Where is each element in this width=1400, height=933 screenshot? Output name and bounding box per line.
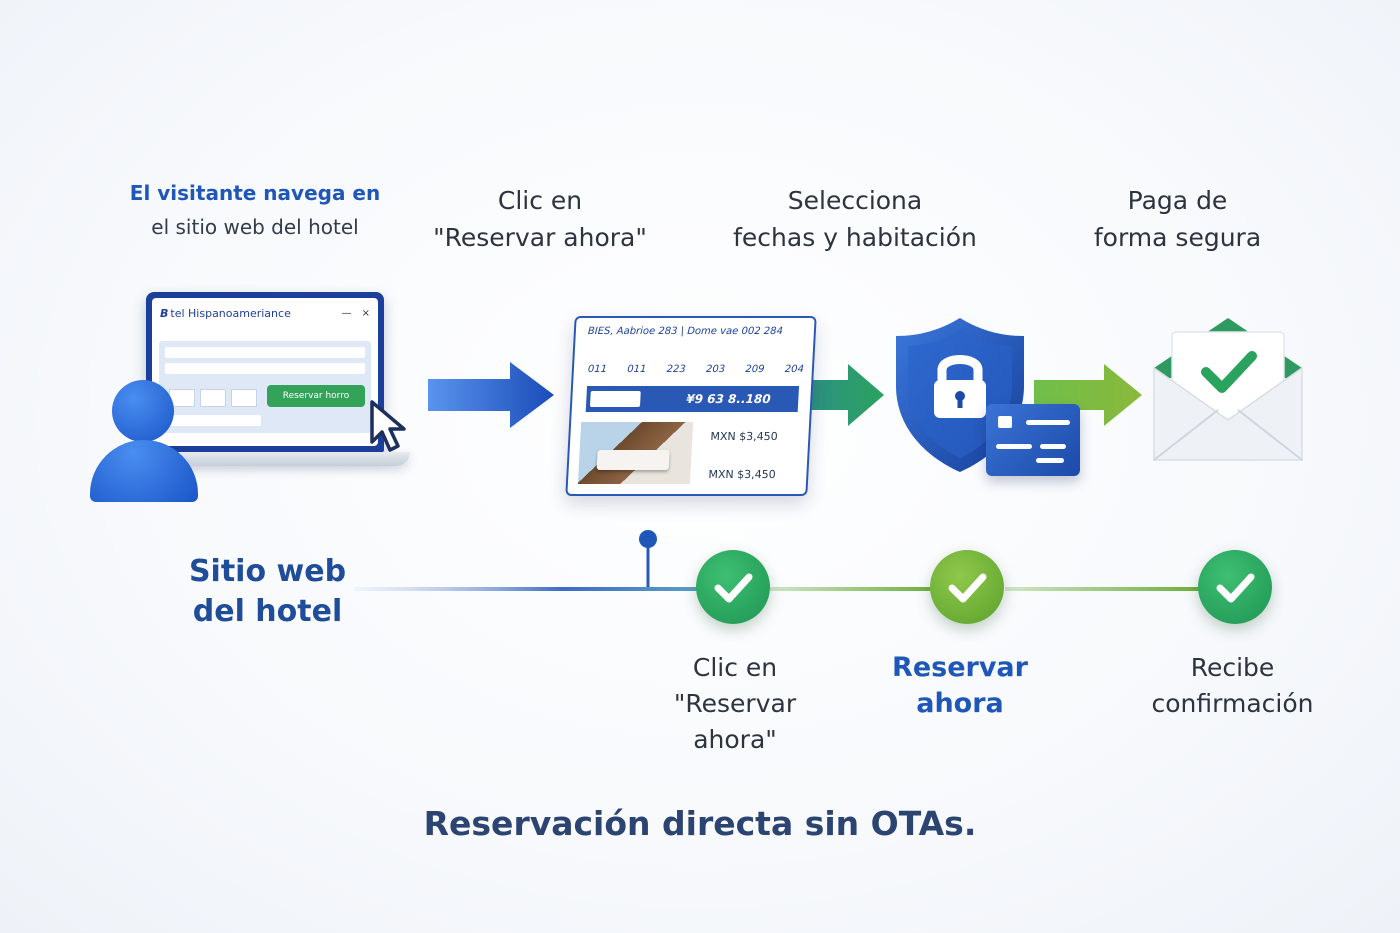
form-row (165, 363, 365, 374)
date-picker[interactable]: 011 011 223 203 209 204 (588, 364, 805, 375)
arrow-icon (428, 362, 554, 428)
milestone-line: Clic en (692, 653, 778, 682)
milestone-line: confirmación (1151, 689, 1314, 718)
check-icon (696, 550, 770, 624)
timeline-pin-icon (639, 530, 657, 548)
arrow-icon (802, 364, 884, 426)
milestone-label-click: Clic en "Reservar ahora" (655, 650, 815, 758)
booking-header: BIES, Aabrioe 283 | Dome vae 002 284 (587, 326, 784, 337)
date-option[interactable]: 223 (666, 364, 687, 375)
cursor-icon (370, 400, 406, 452)
form-row (165, 347, 365, 358)
price-bar-text: ¥9 63 8..180 (686, 392, 772, 406)
person-icon (112, 380, 174, 442)
date-option[interactable]: 203 (705, 364, 726, 375)
step-caption-line: Selecciona (787, 186, 923, 215)
bed-shape (596, 450, 670, 470)
close-icon[interactable]: × (361, 307, 370, 319)
step-caption-line: Clic en (497, 186, 583, 215)
timeline-track (355, 530, 1200, 591)
step-caption-line: fechas y habitación (733, 223, 977, 252)
hotel-website-window: B tel Hispanoameriance — × Reservar horr… (152, 298, 378, 446)
booking-card: BIES, Aabrioe 283 | Dome vae 002 284 011… (565, 316, 817, 496)
date-option[interactable]: 204 (784, 364, 805, 375)
milestone-line: Reservar (892, 652, 1028, 683)
step-caption-line: forma segura (1093, 223, 1262, 252)
step-caption-line: Paga de (1127, 186, 1228, 215)
date-option[interactable]: 011 (587, 364, 608, 375)
milestone-label-confirm: Recibe confirmación (1140, 650, 1325, 722)
price-bar: ¥9 63 8..180 (585, 386, 800, 412)
timeline-start-line: Sitio web (188, 554, 347, 589)
booking-widget: Reservar horro (159, 341, 371, 433)
timeline-start-label: Sitio web del hotel (180, 552, 355, 632)
reserve-now-button[interactable]: Reservar horro (267, 385, 365, 407)
step-caption-line: el sitio web del hotel (151, 215, 359, 239)
room-price: MXN $3,450 (708, 468, 777, 481)
form-row (165, 415, 261, 426)
check-icon (1201, 351, 1257, 393)
date-field[interactable] (200, 389, 226, 407)
step-caption-line: "Reservar ahora" (433, 223, 647, 252)
room-photo (577, 422, 694, 484)
credit-card-icon (986, 404, 1080, 476)
timeline-start-line: del hotel (192, 594, 343, 629)
minimize-icon[interactable]: — (341, 307, 352, 319)
date-fields (169, 389, 257, 407)
check-icon (1198, 550, 1272, 624)
envelope-icon (1153, 318, 1303, 461)
milestone-label-reserve: Reservar ahora (880, 650, 1040, 722)
date-option[interactable]: 011 (626, 364, 647, 375)
milestone-line: Recibe (1190, 653, 1275, 682)
lock-icon (934, 355, 986, 418)
date-field[interactable] (231, 389, 257, 407)
window-title-bar: B tel Hispanoameriance — × (152, 298, 378, 328)
step-caption-select: Selecciona fechas y habitación (720, 182, 990, 256)
laptop-icon: B tel Hispanoameriance — × Reservar horr… (146, 292, 384, 452)
step-caption-line: El visitante navega en (129, 181, 381, 205)
hotel-logo: B (160, 306, 169, 320)
milestone-line: ahora (916, 688, 1004, 719)
step-caption-click: Clic en "Reservar ahora" (400, 182, 680, 256)
arrow-icon (1034, 364, 1142, 426)
step-caption-visit: El visitante navega en el sitio web del … (110, 176, 400, 244)
selector-field[interactable] (589, 391, 641, 407)
date-option[interactable]: 209 (745, 364, 765, 375)
room-price: MXN $3,450 (710, 430, 778, 443)
hotel-website-title: tel Hispanoameriance (170, 306, 291, 320)
milestone-line: "Reservar (673, 689, 797, 718)
footer-tagline: Reservación directa sin OTAs. (423, 804, 977, 843)
milestone-line: ahora" (693, 725, 777, 754)
check-icon (930, 550, 1004, 624)
laptop-base (128, 452, 410, 466)
step-caption-pay: Paga de forma segura (1060, 182, 1295, 256)
